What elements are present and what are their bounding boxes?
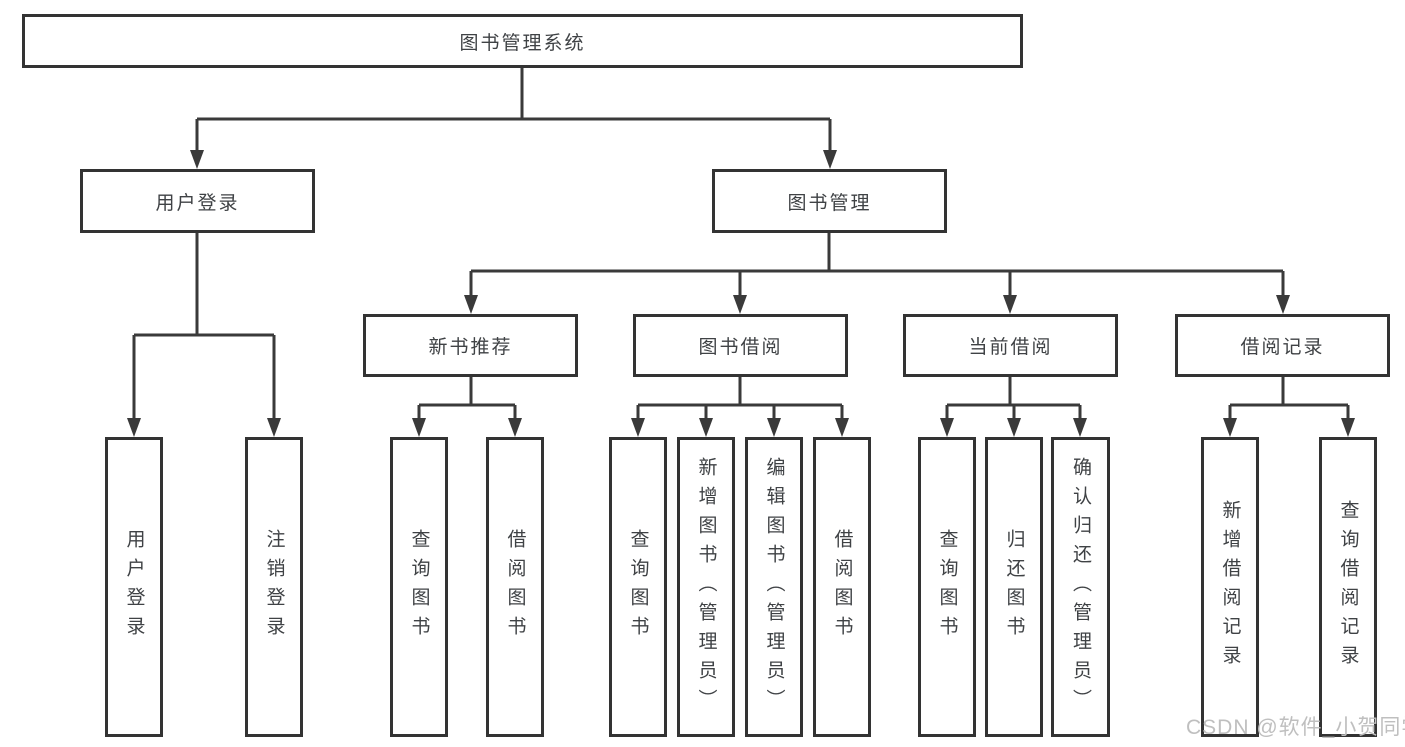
leaf-bb-edit-books-admin: 编辑图书（管理员） xyxy=(745,437,803,737)
leaf-bb-borrow-books: 借阅图书 xyxy=(813,437,871,737)
node-book-management: 图书管理 xyxy=(712,169,947,233)
leaf-br-add-record: 新增借阅记录 xyxy=(1201,437,1259,737)
leaf-logout: 注销登录 xyxy=(245,437,303,737)
node-current-borrowing: 当前借阅 xyxy=(903,314,1118,377)
leaf-bb-add-books-admin: 新增图书（管理员） xyxy=(677,437,735,737)
node-new-book-recommend: 新书推荐 xyxy=(363,314,578,377)
watermark: CSDN @软件_小贺同学 xyxy=(1186,716,1405,739)
node-borrowing-records: 借阅记录 xyxy=(1175,314,1390,377)
leaf-bb-query-books: 查询图书 xyxy=(609,437,667,737)
leaf-cb-return-books: 归还图书 xyxy=(985,437,1043,737)
node-book-borrowing: 图书借阅 xyxy=(633,314,848,377)
node-root: 图书管理系统 xyxy=(22,14,1023,68)
leaf-cb-query-books: 查询图书 xyxy=(918,437,976,737)
leaf-br-query-record: 查询借阅记录 xyxy=(1319,437,1377,737)
leaf-user-login: 用户登录 xyxy=(105,437,163,737)
node-user-login: 用户登录 xyxy=(80,169,315,233)
leaf-cb-confirm-return-admin: 确认归还（管理员） xyxy=(1051,437,1110,737)
leaf-nbr-borrow-books: 借阅图书 xyxy=(486,437,544,737)
leaf-nbr-query-books: 查询图书 xyxy=(390,437,448,737)
